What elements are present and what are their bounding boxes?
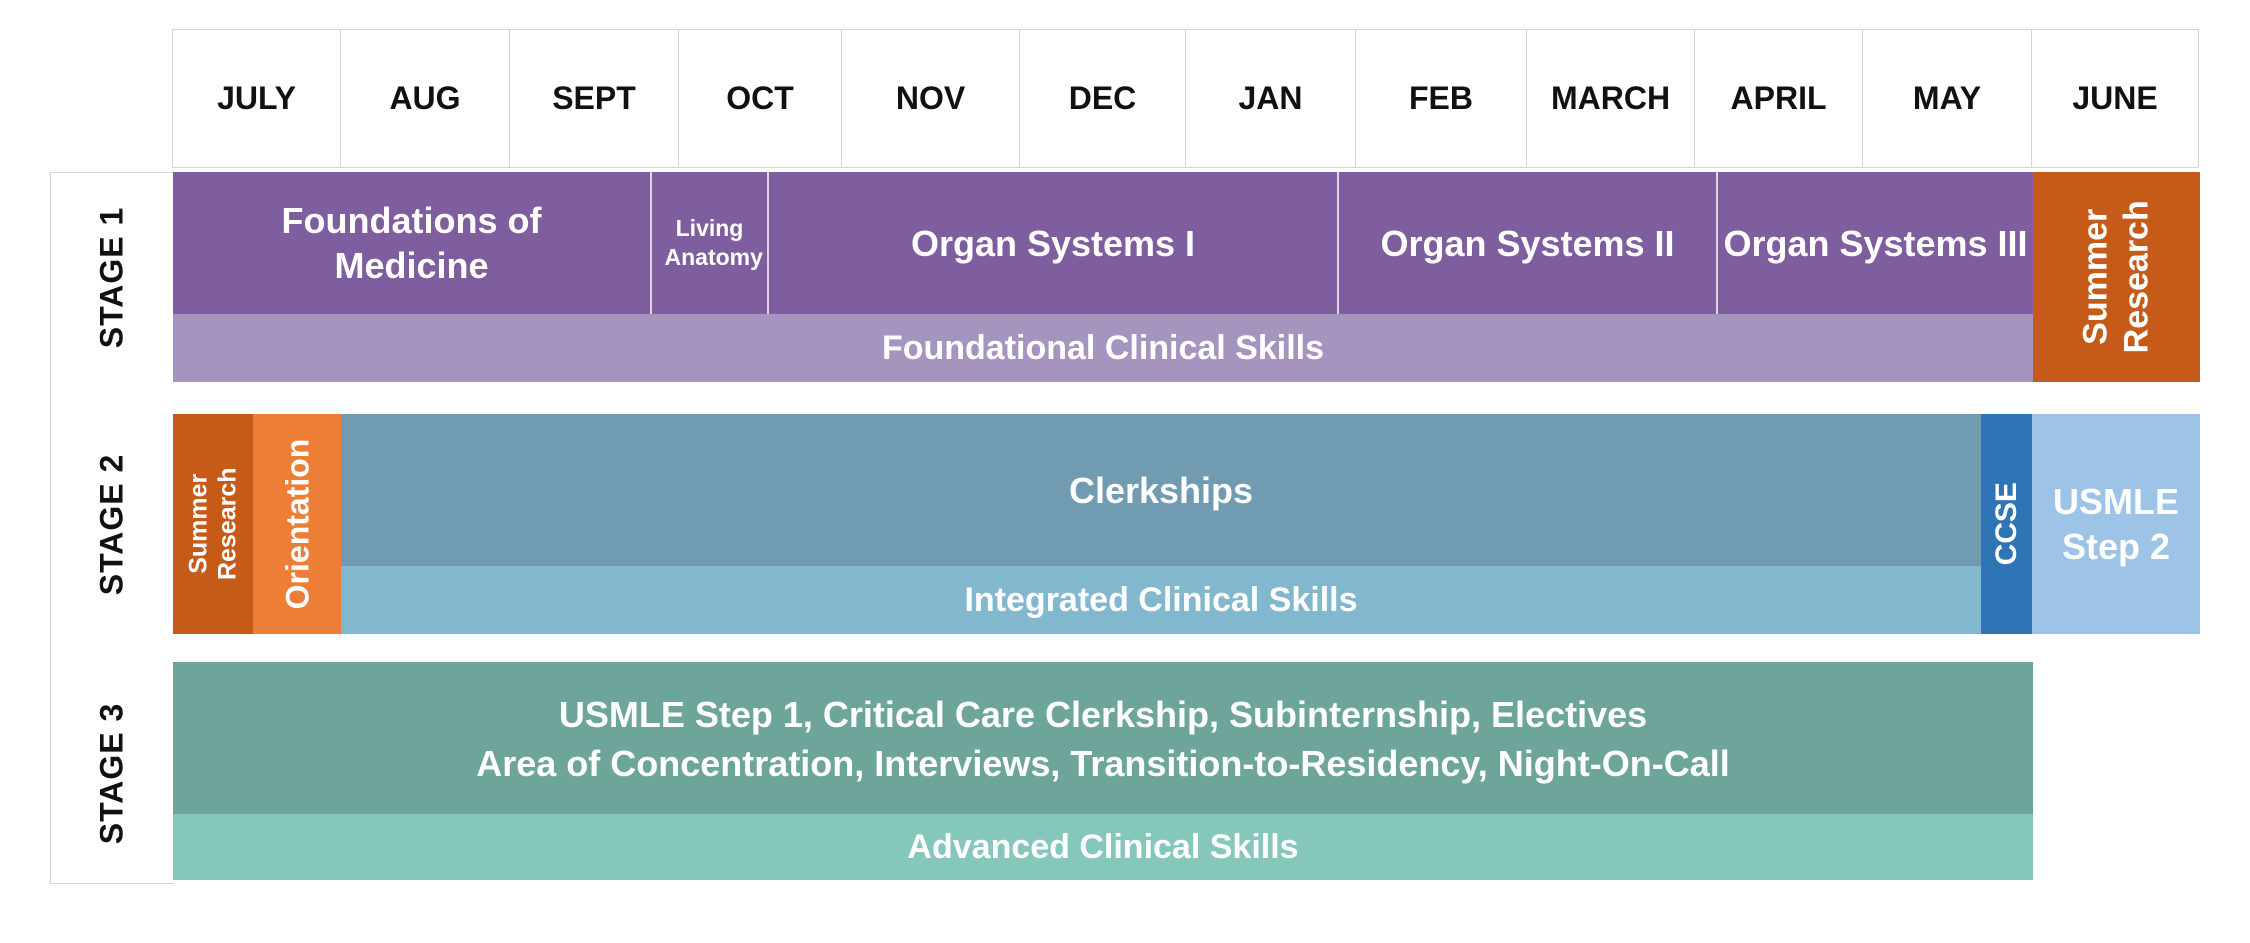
- month-june: JUNE: [2031, 29, 2199, 168]
- stage-1-label: STAGE 1: [50, 172, 174, 382]
- ccse-label: CCSE: [1989, 482, 2023, 566]
- usmle-step2-label: USMLE Step 2: [2053, 481, 2179, 567]
- orientation-label: Orientation: [279, 438, 316, 610]
- stage-3-label-text: STAGE 3: [93, 702, 130, 844]
- organ-systems-3-block: Organ Systems III: [1716, 172, 2033, 314]
- stage-2-label: STAGE 2: [50, 414, 174, 634]
- orientation-block: Orientation: [253, 414, 341, 634]
- stage-label-column: [50, 172, 174, 884]
- stage-3-label: STAGE 3: [50, 662, 174, 884]
- month-aug: AUG: [340, 29, 510, 168]
- organ-systems-1-label: Organ Systems I: [910, 222, 1196, 264]
- month-may: MAY: [1862, 29, 2032, 168]
- clerkships-block: Clerkships: [341, 414, 1981, 566]
- integrated-clinical-skills-label: Integrated Clinical Skills: [964, 580, 1358, 619]
- advanced-clinical-skills-block: Advanced Clinical Skills: [173, 814, 2033, 880]
- usmle-step2-block: USMLE Step 2: [2032, 414, 2200, 634]
- month-nov: NOV: [841, 29, 1020, 168]
- advanced-clinical-skills-label: Advanced Clinical Skills: [907, 827, 1299, 866]
- foundations-of-medicine-block: Foundations of Medicine: [173, 172, 650, 314]
- month-dec: DEC: [1019, 29, 1186, 168]
- stage1-summer-research-label: Summer Research: [2076, 200, 2156, 354]
- stage3-main-block: USMLE Step 1, Critical Care Clerkship, S…: [173, 662, 2033, 814]
- month-sept: SEPT: [509, 29, 679, 168]
- living-anatomy-label: Living Anatomy: [664, 215, 763, 270]
- stage2-summer-research-label: Summer Research: [184, 467, 242, 581]
- organ-systems-2-label: Organ Systems II: [1380, 222, 1675, 264]
- organ-systems-2-block: Organ Systems II: [1337, 172, 1716, 314]
- month-april: APRIL: [1694, 29, 1863, 168]
- organ-systems-3-label: Organ Systems III: [1723, 222, 2028, 264]
- stage-2-label-text: STAGE 2: [93, 453, 130, 595]
- living-anatomy-block: Living Anatomy: [650, 172, 767, 314]
- stage2-summer-research-block: Summer Research: [173, 414, 253, 634]
- month-feb: FEB: [1355, 29, 1527, 168]
- foundational-clinical-skills-label: Foundational Clinical Skills: [881, 328, 1325, 367]
- clerkships-label: Clerkships: [1068, 469, 1254, 511]
- month-jan: JAN: [1185, 29, 1356, 168]
- foundational-clinical-skills-block: Foundational Clinical Skills: [173, 314, 2033, 382]
- foundations-of-medicine-label: Foundations of Medicine: [281, 200, 542, 286]
- organ-systems-1-block: Organ Systems I: [767, 172, 1337, 314]
- stage1-summer-research-block: Summer Research: [2033, 172, 2200, 382]
- stage3-line-1: USMLE Step 1, Critical Care Clerkship, S…: [558, 694, 1648, 735]
- stage-1-label-text: STAGE 1: [93, 206, 130, 348]
- month-july: JULY: [172, 29, 341, 168]
- month-oct: OCT: [678, 29, 842, 168]
- integrated-clinical-skills-block: Integrated Clinical Skills: [341, 566, 1981, 634]
- ccse-block: CCSE: [1981, 414, 2032, 634]
- stage3-line-2: Area of Concentration, Interviews, Trans…: [476, 743, 1730, 784]
- month-march: MARCH: [1526, 29, 1695, 168]
